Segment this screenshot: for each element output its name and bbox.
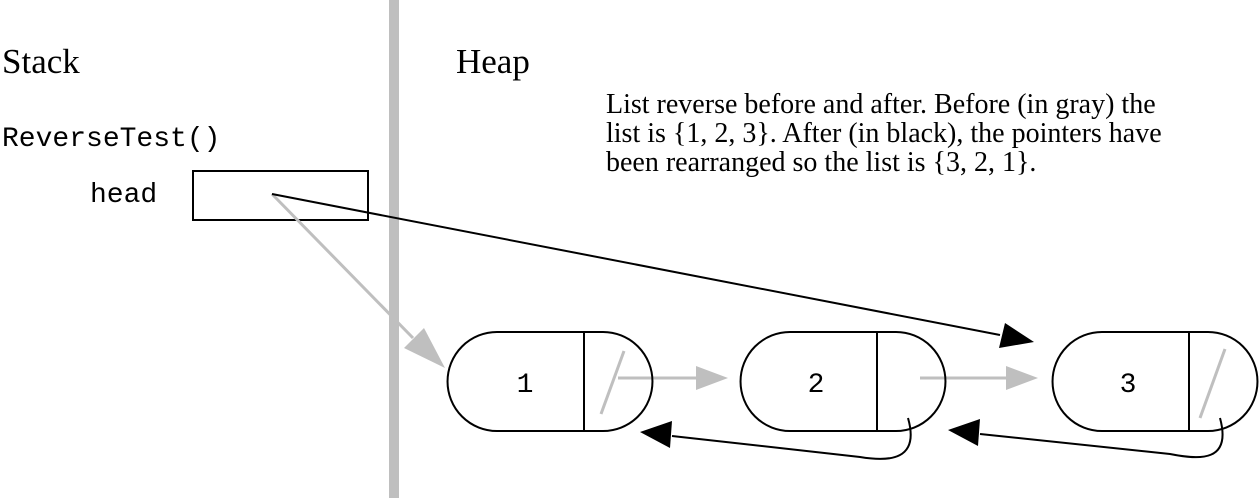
after-node-3-to-node-2-arrow — [979, 417, 1224, 459]
node-3-value: 3 — [1120, 370, 1137, 401]
before-head-to-node-1-arrow — [270, 192, 415, 340]
heap-title: Heap — [456, 42, 530, 81]
before-head-arrowhead — [404, 328, 445, 368]
node-1-value: 1 — [517, 370, 534, 401]
diagram-caption: List reverse before and after. Before (i… — [606, 89, 1162, 178]
stack-heap-divider — [389, 0, 399, 498]
list-node-3: 3 — [1051, 331, 1259, 432]
after-node-3-arrowhead — [948, 419, 980, 446]
before-node-3-null-slash — [1198, 348, 1227, 419]
before-node-2-arrowhead — [1006, 366, 1038, 390]
before-node-1-arrowhead — [696, 366, 728, 390]
before-node-1-slash — [599, 350, 626, 415]
after-node-2-arrowhead — [640, 421, 672, 448]
node-2-value: 2 — [808, 370, 825, 401]
before-pointers — [270, 192, 1227, 419]
after-node-2-to-node-1-arrow — [671, 417, 912, 460]
after-head-to-node-3-arrow — [271, 193, 1001, 336]
stack-title: Stack — [2, 42, 80, 81]
list-node-2: 2 — [739, 331, 947, 432]
stack-frame-function-name: ReverseTest() — [2, 124, 221, 155]
list-node-1: 1 — [446, 331, 654, 432]
after-head-arrowhead — [999, 323, 1034, 348]
after-pointers — [271, 193, 1224, 460]
head-variable-label: head — [90, 180, 158, 211]
